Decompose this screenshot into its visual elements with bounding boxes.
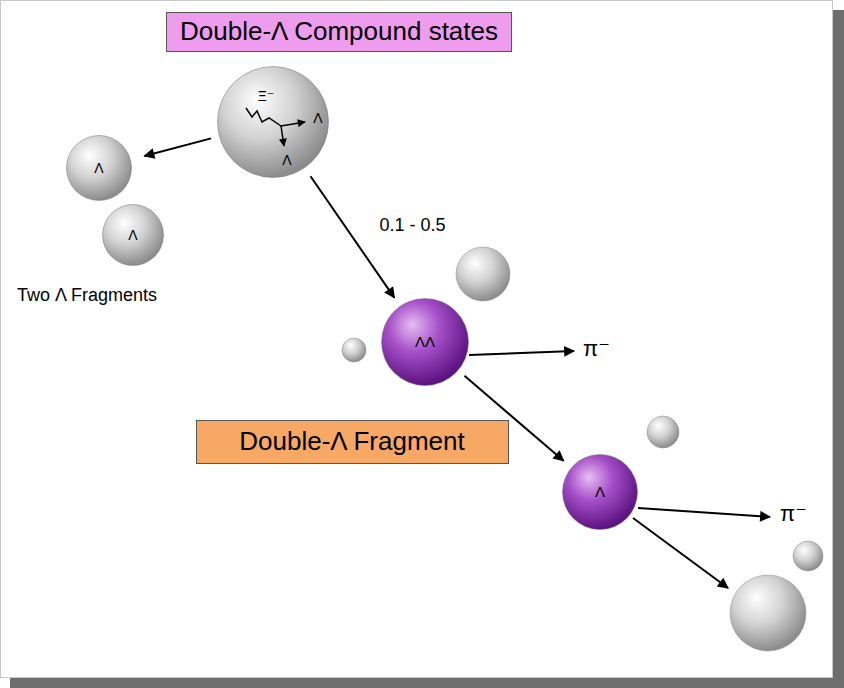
fragment-box: Double-Λ Fragment bbox=[196, 420, 509, 464]
frame bbox=[1, 1, 833, 678]
double-lambda-hypernucleus: ΛΛ bbox=[381, 298, 469, 386]
final-nucleus bbox=[730, 575, 806, 651]
decay-arrow bbox=[311, 176, 395, 297]
compound-nucleus: Ξ⁻ Λ Λ bbox=[217, 66, 329, 178]
sphere-outline bbox=[103, 205, 164, 266]
single-lambda-hypernucleus: Λ bbox=[562, 454, 638, 530]
sphere-outline bbox=[563, 455, 638, 530]
pion-label: π⁻ bbox=[583, 336, 610, 361]
particle-symbol: Λ bbox=[94, 160, 103, 176]
pion-arrow bbox=[638, 508, 770, 517]
lambda-track bbox=[281, 126, 284, 146]
pion-arrow bbox=[469, 351, 574, 355]
nucleus-fragment bbox=[456, 247, 510, 301]
particle-symbol: Λ bbox=[282, 152, 291, 168]
lambda-fragment: Λ bbox=[66, 135, 132, 201]
pion-label: π⁻ bbox=[780, 501, 807, 526]
sphere-outline bbox=[218, 67, 329, 178]
sphere-outline bbox=[67, 136, 132, 201]
xi-track bbox=[246, 108, 281, 126]
lambda-track bbox=[281, 122, 305, 126]
sphere-shape bbox=[217, 66, 329, 178]
particle-symbol: ΛΛ bbox=[415, 333, 435, 350]
heading-box: Double-Λ Compound states bbox=[166, 12, 512, 52]
box-title: Double-Λ Compound states bbox=[180, 17, 498, 47]
decay-arrow bbox=[633, 518, 728, 588]
nucleus-fragment bbox=[793, 541, 823, 571]
particle-symbol: Ξ⁻ bbox=[258, 88, 275, 104]
decay-arrow bbox=[144, 138, 211, 156]
sphere-outline bbox=[382, 299, 469, 386]
particle-symbol: Λ bbox=[128, 227, 137, 243]
particle-symbol: Λ bbox=[595, 483, 605, 500]
nucleus-fragment bbox=[647, 416, 679, 448]
lambda-fragment: Λ bbox=[102, 204, 164, 266]
probability-label: 0.1 - 0.5 bbox=[377, 215, 447, 236]
particle-symbol: Λ bbox=[313, 110, 322, 126]
box-title: Double-Λ Fragment bbox=[239, 427, 464, 457]
group-caption: Two Λ Fragments bbox=[17, 285, 157, 306]
nucleus-fragment bbox=[342, 338, 366, 362]
